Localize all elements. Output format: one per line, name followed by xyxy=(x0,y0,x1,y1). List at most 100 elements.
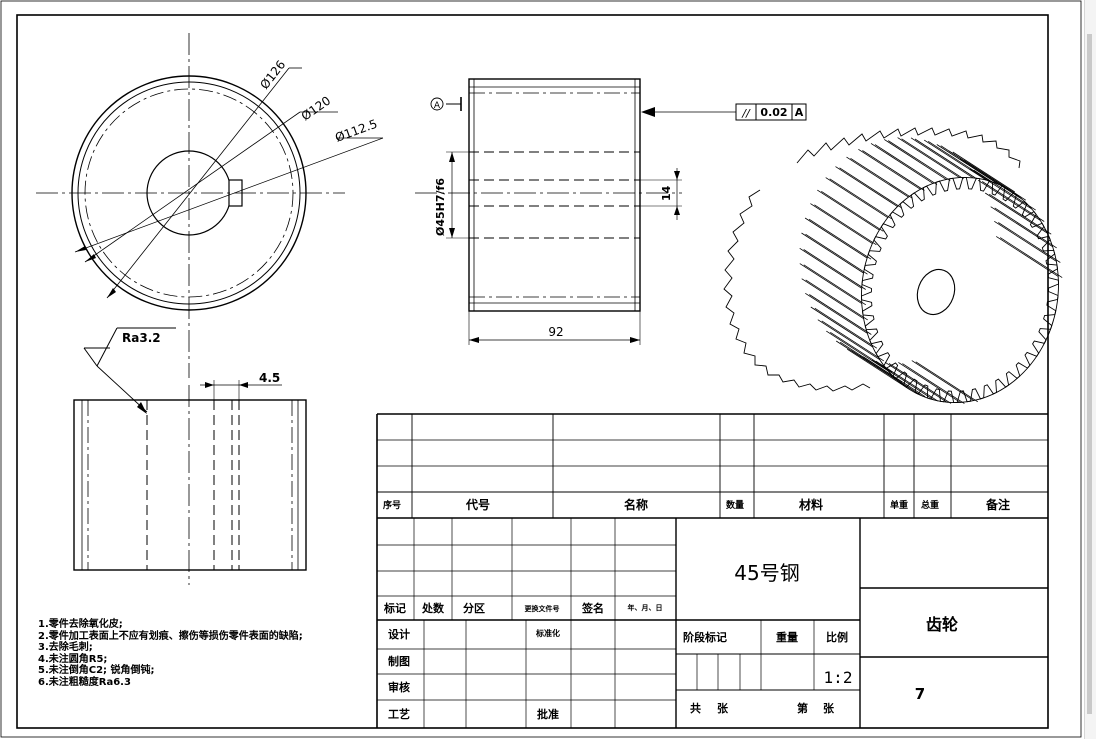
gear-tooth-edge xyxy=(799,247,862,289)
header-code: 代号 xyxy=(465,497,490,512)
gear-tooth-edge xyxy=(927,140,991,182)
label-signature: 签名 xyxy=(581,601,604,615)
inner-border xyxy=(16,14,1049,729)
gear-tooth-edge xyxy=(915,361,979,403)
tolerance-datum: A xyxy=(795,106,804,119)
header-remark: 备注 xyxy=(985,497,1010,512)
part-name-value: 齿轮 xyxy=(926,615,958,634)
gear-tooth-edge xyxy=(977,179,1041,221)
gear-tooth-edge xyxy=(870,143,934,184)
gear-tooth-edge xyxy=(901,138,964,180)
gear-tooth-edge xyxy=(862,150,925,191)
material-value: 45号钢 xyxy=(734,561,799,585)
gear-tooth-edge xyxy=(846,348,910,390)
gear-tooth-edge xyxy=(809,294,872,335)
header-name: 名称 xyxy=(624,497,648,512)
datum-label: A xyxy=(434,101,441,111)
gear-tooth-edge xyxy=(984,192,1048,234)
header-qty: 数量 xyxy=(726,499,744,511)
keyway-dimension-label: 14 xyxy=(660,185,673,201)
gear-tooth-edge xyxy=(821,320,885,362)
gear-tooth-edge xyxy=(897,137,960,178)
gear-tooth-edge xyxy=(998,222,1061,263)
gear-tooth-edge xyxy=(817,189,880,231)
gear-tooth-edge xyxy=(805,233,868,275)
label-design: 设计 xyxy=(388,627,410,641)
gear-tooth-edge xyxy=(969,168,1032,210)
bore-dimension-label: Ø45H7/f6 xyxy=(434,178,447,236)
label-approve: 批准 xyxy=(537,707,559,721)
title-block xyxy=(377,518,1048,728)
label-sheets-unit: 张 xyxy=(717,701,729,715)
section-view xyxy=(73,327,307,585)
tolerance-value: 0.02 xyxy=(760,106,787,119)
label-mark: 标记 xyxy=(383,601,406,615)
gear-tooth-edge xyxy=(810,203,873,244)
gear-tooth-edge xyxy=(835,340,899,382)
label-weight: 重量 xyxy=(776,630,798,644)
gear-tooth-edge xyxy=(799,263,863,304)
gear-tooth-edge xyxy=(835,166,898,207)
label-drafting: 制图 xyxy=(388,654,410,668)
label-count: 处数 xyxy=(421,601,445,615)
gear-tooth-edge xyxy=(911,360,975,401)
note-3: 3.去除毛刺; xyxy=(38,642,93,654)
gear-tooth-edge xyxy=(871,359,935,401)
gear-tooth-edge xyxy=(884,361,948,403)
gear-tooth-edge xyxy=(830,331,893,373)
gear-tooth-edge xyxy=(817,319,881,361)
gear-tooth-edge xyxy=(999,237,1063,278)
header-total-weight: 总重 xyxy=(921,499,939,511)
label-scale: 比例 xyxy=(826,630,848,644)
tolerance-symbol: // xyxy=(741,107,751,120)
gear-isometric xyxy=(723,127,1063,404)
label-zone: 分区 xyxy=(463,601,485,615)
gear-tooth-edge xyxy=(914,138,978,180)
gear-tooth-edge xyxy=(959,158,1023,200)
gear-tooth-edge xyxy=(995,236,1059,277)
dia-root-label: Ø112.5 xyxy=(333,117,379,145)
label-stage-mark: 阶段标记 xyxy=(683,630,727,644)
note-4: 4.未注圆角R5; xyxy=(38,653,108,665)
gear-tooth-edge xyxy=(803,264,867,306)
gear-tooth-edge xyxy=(902,363,965,404)
gear-tooth-edge xyxy=(990,206,1053,248)
note-5: 5.未注倒角C2; 锐角倒钝; xyxy=(38,665,155,677)
gear-tooth-edge xyxy=(874,144,938,185)
gear-tooth-edge xyxy=(952,151,1016,193)
gear-tooth-edge xyxy=(801,232,864,274)
label-review: 审核 xyxy=(388,680,410,694)
gear-tooth-edge xyxy=(898,362,961,403)
gear-tooth-edge xyxy=(826,330,889,372)
scrollbar-thumb[interactable] xyxy=(1087,34,1092,714)
label-process: 工艺 xyxy=(388,707,410,721)
label-total-sheets: 共 xyxy=(690,701,701,715)
gear-tooth-edge xyxy=(814,204,877,246)
gear-tooth-edge xyxy=(814,307,878,349)
roughness-label: Ra3.2 xyxy=(122,331,161,345)
gear-tooth-edge xyxy=(829,178,892,220)
header-unit-weight: 单重 xyxy=(890,499,908,511)
gear-tooth-edge xyxy=(981,181,1045,222)
gear-tooth-edge xyxy=(821,190,884,232)
note-6: 6.未注粗糙度Ra6.3 xyxy=(38,676,131,688)
gear-tooth-edge xyxy=(994,220,1057,262)
gear-tooth-edge xyxy=(883,139,947,180)
gear-tooth-edge xyxy=(888,363,952,404)
gear-tooth-edge xyxy=(846,156,909,198)
dia-mid-label: Ø120 xyxy=(299,93,334,123)
drawing-number-value: 7 xyxy=(915,685,925,703)
gear-tooth-edge xyxy=(923,139,987,181)
gear-tooth-edge xyxy=(801,278,864,320)
length-dimension-label: 92 xyxy=(548,325,563,339)
gear-tooth-edge xyxy=(810,306,874,348)
note-2: 2.零件加工表面上不应有划痕、擦伤等损伤零件表面的缺陷; xyxy=(38,630,303,642)
gear-tooth-edge xyxy=(805,279,868,321)
gear-tooth-edge xyxy=(803,249,866,290)
label-sheet-unit: 张 xyxy=(823,701,835,715)
gear-tooth-edge xyxy=(804,217,868,259)
label-change-doc: 更换文件号 xyxy=(525,604,560,613)
gear-tooth-edge xyxy=(808,218,872,260)
